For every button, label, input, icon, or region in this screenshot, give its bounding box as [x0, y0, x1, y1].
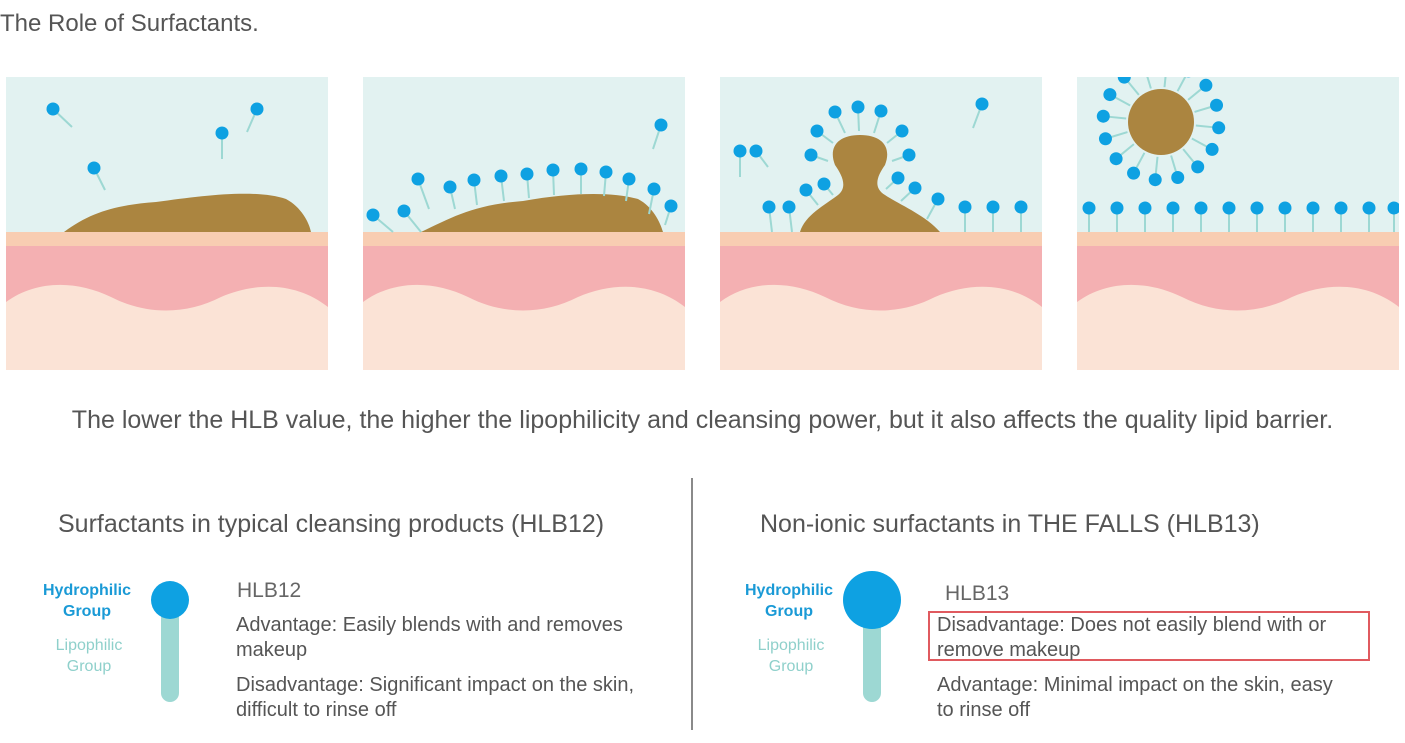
panel-3-lifting — [720, 77, 1042, 370]
micelle-surfactant-head — [1098, 132, 1112, 146]
micelle-surfactant-head — [1205, 142, 1219, 156]
skin-layer — [6, 246, 328, 311]
micelle-surfactant-head — [1109, 152, 1123, 166]
right-heading: Non-ionic surfactants in THE FALLS (HLB1… — [760, 510, 1260, 538]
micelle-surfactant-head — [1127, 166, 1141, 180]
hlb-caption: The lower the HLB value, the higher the … — [71, 406, 1334, 434]
panel-1-initial — [6, 77, 328, 370]
left-heading: Surfactants in typical cleansing product… — [58, 510, 605, 538]
micelle-dirt — [1128, 89, 1194, 155]
micelle-surfactant-head — [1117, 77, 1131, 84]
right-hlb-value: HLB13 — [945, 582, 1010, 605]
micelle-surfactant-head — [1210, 98, 1224, 112]
micelle-surfactant-head — [1103, 88, 1117, 102]
micelle-surfactant-head — [1148, 173, 1162, 187]
left-advantage: Advantage: Easily blends with and remove… — [236, 614, 623, 661]
column-divider — [691, 478, 693, 730]
page-title: The Role of Surfactants. — [0, 10, 259, 37]
dirt-lifting — [800, 135, 940, 232]
dirt — [421, 193, 663, 232]
micelle-surfactant-head — [1171, 171, 1185, 185]
hlb13-molecule-icon — [843, 571, 901, 702]
micelle-surfactant-head — [1199, 78, 1213, 92]
dirt — [64, 193, 311, 232]
panel-4-micelle — [1077, 77, 1399, 370]
right-disadvantage: Disadvantage: Does not easily blend with… — [937, 614, 1327, 661]
left-disadvantage: Disadvantage: Significant impact on the … — [236, 674, 634, 721]
skin-surface — [6, 232, 328, 246]
highlight-box — [928, 611, 1370, 661]
micelle — [1109, 77, 1213, 174]
micelle-surfactant-head — [1212, 121, 1226, 135]
right-advantage: Advantage: Minimal impact on the skin, e… — [937, 674, 1333, 721]
panel-2-adsorption — [363, 77, 685, 370]
micelle-surfactant-head — [1191, 160, 1205, 174]
left-hlb-value: HLB12 — [237, 579, 302, 602]
hlb12-molecule-icon — [151, 581, 189, 702]
micelle-surfactant-head — [1096, 109, 1110, 123]
